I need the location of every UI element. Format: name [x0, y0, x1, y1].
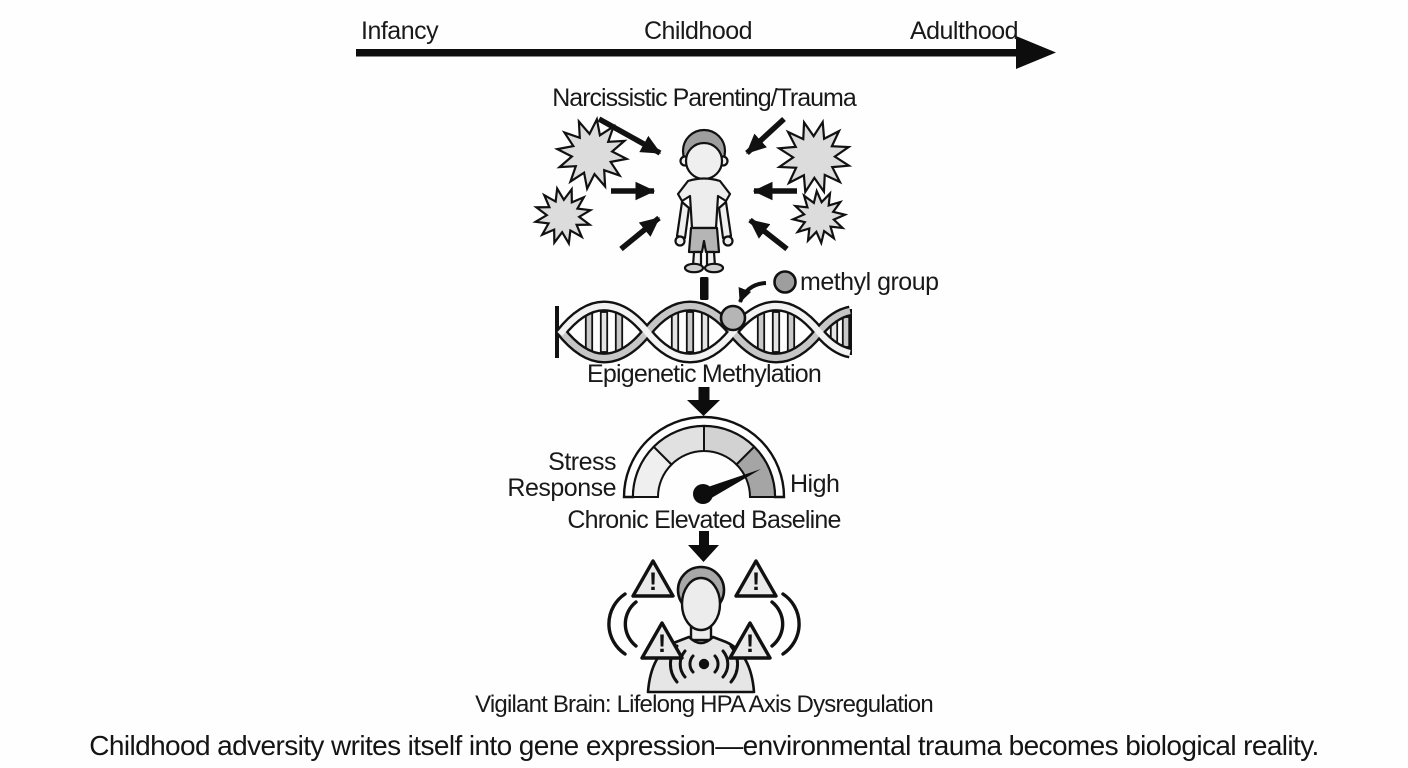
warning-glyph: ! [752, 568, 760, 596]
methyl-legend-icon [738, 270, 797, 303]
footer-caption: Childhood adversity writes itself into g… [89, 730, 1319, 761]
starburst-icon [791, 189, 847, 245]
dna-helix-icon [555, 300, 852, 364]
timeline-label-adulthood: Adulthood [909, 17, 1019, 45]
warning-glyph: ! [658, 630, 666, 658]
warning-triangle-icon: ! [631, 559, 675, 598]
gauge-left-label-line2: Response [507, 474, 616, 502]
gauge-right-label: High [790, 470, 840, 498]
methyl-group-icon [719, 304, 747, 332]
timeline-label-infancy: Infancy [361, 17, 439, 45]
down-arrow-icon [687, 387, 720, 416]
timeline-arrow-icon [356, 36, 1056, 69]
methyl-arrow-icon [738, 281, 767, 303]
stress-gauge-icon [622, 415, 786, 504]
down-arrow-icon [688, 531, 719, 562]
connector-bar [700, 277, 709, 300]
starburst-icon [770, 113, 857, 200]
warning-triangle-icon: ! [640, 621, 684, 660]
child-icon [674, 128, 734, 274]
trauma-label: Narcissistic Parenting/Trauma [552, 84, 857, 112]
timeline-label-childhood: Childhood [643, 17, 753, 45]
warning-triangle-icon: ! [734, 559, 778, 598]
warning-triangle-icon: ! [728, 621, 772, 660]
starburst-icon [530, 183, 596, 249]
gauge-hub [693, 484, 713, 504]
warning-glyph: ! [746, 630, 754, 658]
gauge-left-label-line1: Stress [548, 448, 616, 476]
vigilant-person-icon: ! ! ! ! [607, 559, 801, 694]
gauge-needle [699, 469, 761, 500]
dna-caption: Epigenetic Methylation [587, 360, 822, 388]
starburst-icon [552, 114, 631, 193]
methyl-legend-label: methyl group [800, 268, 939, 296]
gauge-caption: Chronic Elevated Baseline [567, 506, 841, 534]
vigilant-brain-caption: Vigilant Brain: Lifelong HPA Axis Dysreg… [475, 691, 934, 718]
sound-wave-icon [607, 592, 801, 656]
trauma-arrow-icons [597, 116, 797, 252]
warning-glyph: ! [649, 568, 657, 596]
